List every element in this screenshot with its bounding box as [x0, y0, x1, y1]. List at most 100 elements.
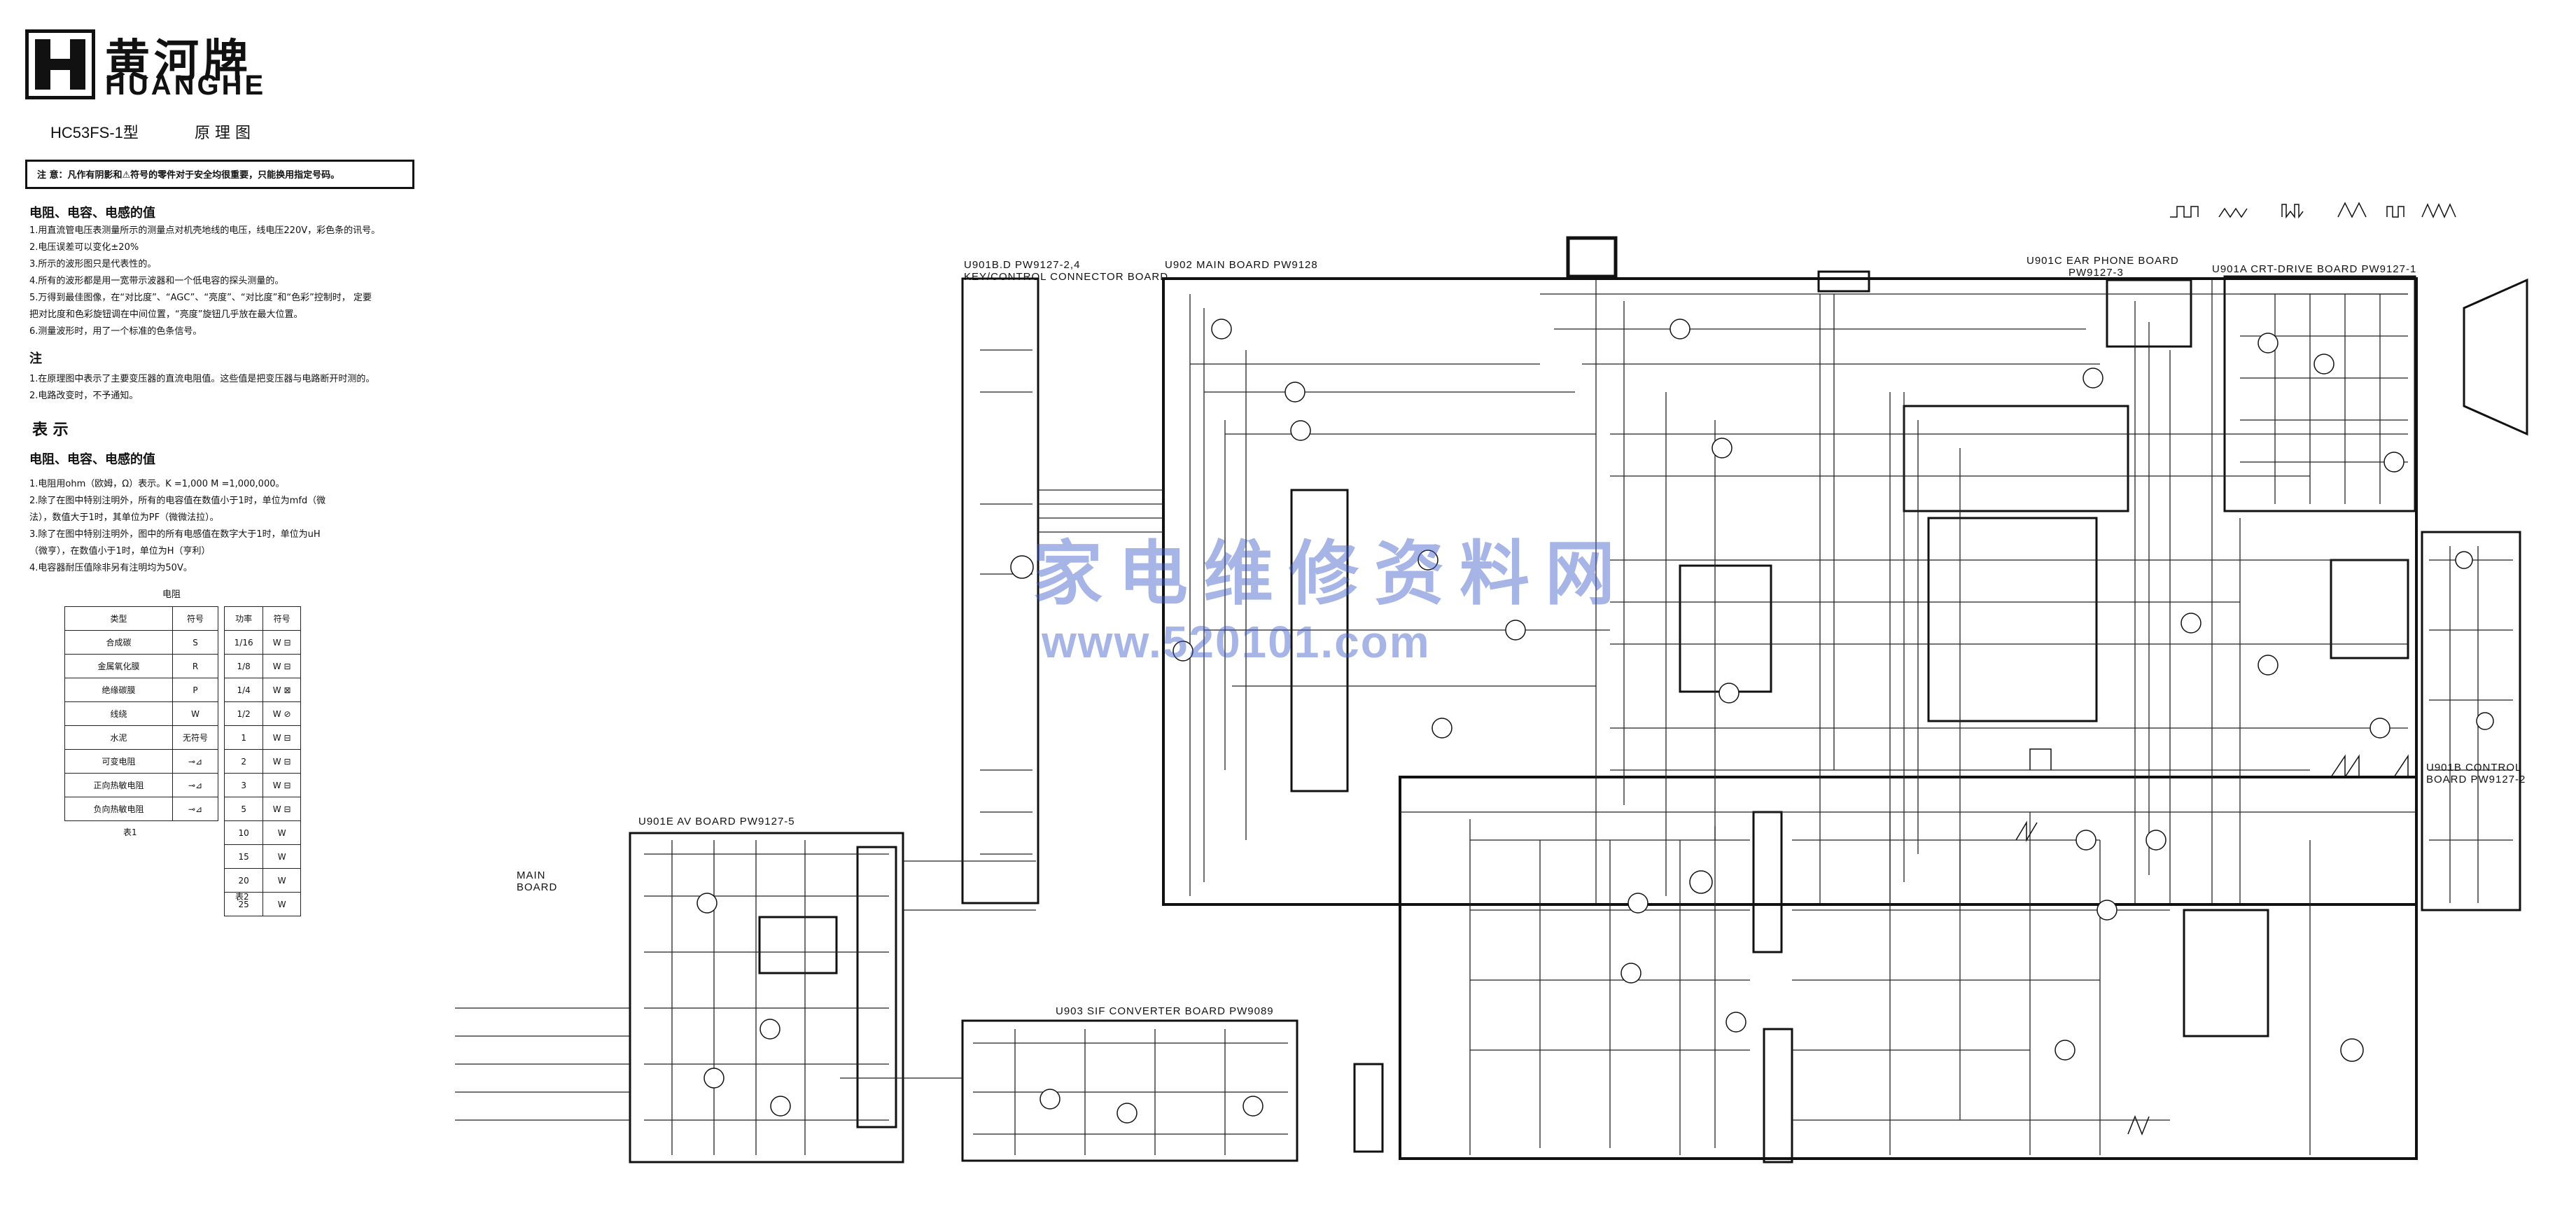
table-header-row: 功率 符号: [223, 606, 301, 631]
notes-section2-title: 注: [29, 351, 42, 366]
table-cell: 1/16: [223, 630, 264, 655]
power-code: W: [277, 875, 286, 886]
ntc-thermistor-symbol-icon: ⊸⊿: [172, 797, 218, 821]
table-cell: W ⊟: [262, 630, 301, 655]
resistor-symbol-icon: ⊟: [284, 732, 291, 743]
note-line: 2.电路改变时，不予通知。: [29, 391, 139, 401]
board-label-line: BOARD PW9127-2: [2426, 774, 2526, 785]
board-label-line: U901B.D PW9127-2,4: [964, 259, 1081, 271]
brand-name-en: HUANGHE: [105, 70, 267, 101]
note-line: 6.测量波形时，用了一个标准的色条信号。: [29, 326, 202, 337]
ic-block: [1290, 489, 1349, 792]
board-label-line: U901C EAR PHONE BOARD: [2026, 255, 2179, 267]
main-board-ref-label: MAIN BOARD: [517, 869, 557, 893]
board-label-line: PW9127-3: [2068, 267, 2124, 279]
table-cell: W ⊟: [262, 797, 301, 821]
table-cell: S: [172, 630, 218, 655]
crt-tube-outline: [2463, 278, 2528, 436]
main-board-outline: [1162, 277, 2418, 906]
table-cell: 线绕: [64, 701, 173, 726]
note-line: 1.电阻用ohm（欧姆，Ω）表示。K =1,000 M =1,000,000。: [29, 479, 285, 489]
table-cell: 20: [223, 868, 264, 893]
components: [696, 319, 2494, 1124]
note-line: 1.在原理图中表示了主要变压器的直流电阻值。这些值是把变压器与电路断开时测的。: [29, 374, 375, 384]
table-row: 水泥无符号: [64, 725, 218, 750]
resistor-symbol-icon: ⊟: [284, 804, 291, 814]
ear-phone-board-label: U901C EAR PHONE BOARD PW9127-3: [2026, 255, 2179, 279]
power-code: W: [272, 732, 281, 743]
table-cell: W ⊟: [262, 773, 301, 797]
waveforms: [2015, 202, 2456, 1136]
table-cell: W ⊟: [262, 749, 301, 774]
note-line: 4.所有的波形都是用一宽带示波器和一个低电容的探头测量的。: [29, 276, 284, 286]
power-code: W: [272, 661, 281, 671]
resistor-symbol-icon: ⊟: [284, 780, 291, 790]
resistor-symbol-icon: ⊟: [284, 637, 291, 648]
table-row: 负向热敏电阻⊸⊿: [64, 797, 218, 821]
note-line: 2.除了在图中特别注明外，所有的电容值在数值小于1时，单位为mfd（微: [29, 496, 326, 506]
ic-block: [1927, 517, 2098, 722]
power-code: W: [277, 851, 286, 862]
note-line: 3.除了在图中特别注明外，图中的所有电感值在数字大于1时，单位为uH: [29, 529, 321, 540]
table-cell: 合成碳: [64, 630, 173, 655]
note-line: 3.所示的波形图只是代表性的。: [29, 259, 157, 270]
main-board-label: U902 MAIN BOARD PW9128: [1165, 259, 1318, 271]
warning-box: 注 意：凡作有阴影和⚠符号的零件对于安全均很重要，只能换用指定号码。: [25, 160, 414, 189]
board-label-line: U901B CONTROL: [2426, 762, 2522, 774]
note-line: 2.电压误差可以变化±20%: [29, 242, 139, 253]
table-cell: W: [262, 892, 301, 916]
power-section-outline: [1399, 776, 2418, 1160]
note-line: 1.用直流管电压表测量所示的测量点对机壳地线的电压，线电压220V，彩色条的讯号…: [29, 225, 381, 236]
notes-section1: 1.用直流管电压表测量所示的测量点对机壳地线的电压，线电压220V，彩色条的讯号…: [29, 223, 380, 340]
watermark-url: www.520101.com: [1042, 617, 1431, 667]
table-cell: 3: [223, 773, 264, 797]
table-cell: 1/2: [223, 701, 264, 726]
huanghe-logo-icon: [25, 29, 95, 99]
power-code: W: [272, 804, 281, 814]
notes-section2: 1.在原理图中表示了主要变压器的直流电阻值。这些值是把变压器与电路断开时测的。 …: [29, 371, 374, 405]
table-cell: 绝缘碳膜: [64, 678, 173, 702]
crt-drive-board-outline: [2223, 275, 2416, 512]
resistor-symbol-icon: ⊠: [284, 685, 291, 695]
table-header: 类型: [64, 606, 173, 631]
notes-section1-title: 电阻、电容、电感的值: [29, 206, 155, 221]
table-cell: 15: [223, 844, 264, 869]
table-header-row: 类型 符号: [64, 606, 218, 631]
table-cell: W: [262, 820, 301, 845]
note-line: 法），数值大于1时，其单位为PF（微微法拉）。: [29, 512, 219, 523]
note-line: （微亨），在数值小于1时，单位为H（亨利）: [29, 546, 211, 557]
table-row: 20 W: [223, 868, 301, 893]
table-cell: 25: [223, 892, 264, 916]
board-label-line: BOARD: [517, 881, 558, 893]
power-code: W: [277, 827, 286, 838]
table-cell: 负向热敏电阻: [64, 797, 173, 821]
connector-box: [1566, 236, 1618, 279]
table-cell: 金属氧化膜: [64, 654, 173, 678]
table-row: 15 W: [223, 844, 301, 869]
table1-label: 表1: [123, 827, 137, 837]
table-cell: 正向热敏电阻: [64, 773, 173, 797]
table-row: 正向热敏电阻⊸⊿: [64, 773, 218, 797]
resistor-symbol-icon: ⊘: [284, 708, 291, 719]
table-header: 符号: [262, 606, 301, 631]
table-cell: W ⊘: [262, 701, 301, 726]
power-code: W: [272, 708, 281, 719]
table-header: 符号: [172, 606, 218, 631]
table-cell: W ⊠: [262, 678, 301, 702]
table-cell: 水泥: [64, 725, 173, 750]
warning-text: 注 意：凡作有阴影和⚠符号的零件对于安全均很重要，只能换用指定号码。: [37, 170, 340, 181]
resistor-symbol-icon: ⊟: [284, 756, 291, 767]
power-code: W: [272, 637, 281, 648]
